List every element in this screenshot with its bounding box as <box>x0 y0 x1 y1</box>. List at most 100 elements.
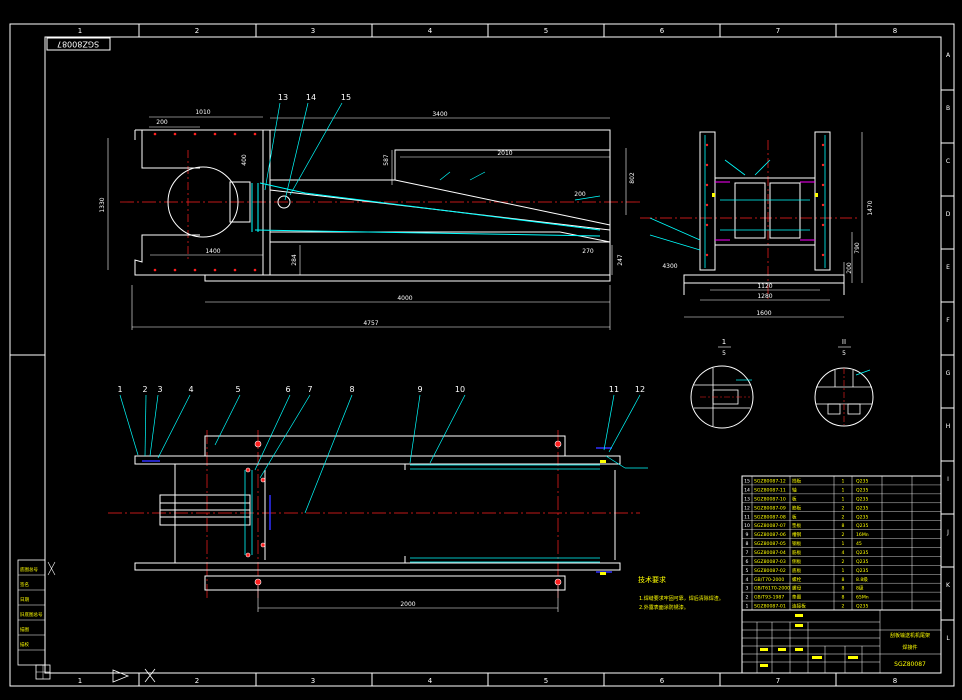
parts-cell-no: 2 <box>746 595 749 601</box>
parts-cell-name: 轴 <box>792 486 797 493</box>
end-yellow-blocks <box>712 193 818 197</box>
parts-cell-code: SGZ80087-12 <box>754 479 786 485</box>
parts-grid <box>751 476 913 610</box>
parts-cell-name: 槽钢 <box>792 531 802 538</box>
dim-text: 3400 <box>432 111 447 118</box>
callout-number: 7 <box>307 385 312 394</box>
parts-cell-mat: 8.8级 <box>856 576 868 583</box>
notes-line: 2.外露表面涂防锈漆。 <box>639 604 689 611</box>
rotated-drawing-number: SGZ80087 <box>46 37 111 51</box>
notes-line: 1.焊缝要求牢固可靠，焊后清除焊渣。 <box>639 595 724 602</box>
callout-number: 9 <box>417 385 422 394</box>
drawing-number-rotated: SGZ80087 <box>57 40 99 49</box>
parts-cell-name: 筋板 <box>792 504 802 511</box>
dim-text: 1280 <box>757 293 772 300</box>
plan-callouts: 1 2 3 4 5 6 7 8 9 10 11 12 <box>117 385 645 394</box>
row-label: B <box>946 105 950 112</box>
parts-cell-code: SGZ80087-01 <box>754 604 786 610</box>
parts-cell-qty: 2 <box>842 532 845 538</box>
parts-cell-code: SGZ80087-02 <box>754 568 786 574</box>
parts-cell-name: 垫圈 <box>792 594 802 601</box>
col-label: 6 <box>660 677 665 685</box>
row-label: E <box>946 264 950 271</box>
parts-cell-qty: 1 <box>842 479 845 485</box>
parts-cell-code: SGZ80087-09 <box>754 505 786 511</box>
parts-cell-name: 连接板 <box>792 603 806 610</box>
row-label: H <box>946 423 951 430</box>
dim-text: 4757 <box>363 320 378 327</box>
dim-text: 1330 <box>99 197 106 212</box>
callout-number: 8 <box>349 385 354 394</box>
parts-cell-name: 垫板 <box>792 522 802 529</box>
row-label: I <box>947 476 949 483</box>
parts-cell-mat: 8级 <box>856 585 864 592</box>
dim-text: 1120 <box>757 283 772 290</box>
parts-cell-qty: 8 <box>842 523 845 529</box>
parts-cell-name: 侧板 <box>792 558 802 565</box>
plan-bolt-holes <box>245 440 562 586</box>
parts-cell-mat: 45 <box>856 541 862 547</box>
callout-number: 10 <box>455 385 465 394</box>
parts-cell-name: 螺栓 <box>792 576 802 583</box>
callout-number: 11 <box>609 385 619 394</box>
parts-cell-name: 板 <box>792 495 797 502</box>
dim-text: 284 <box>291 254 298 266</box>
parts-cell-no: 4 <box>746 577 749 583</box>
stamp-label: 描校 <box>20 641 29 648</box>
parts-cell-qty: 1 <box>842 496 845 502</box>
parts-cell-no: 5 <box>746 568 749 574</box>
col-label: 5 <box>544 27 548 35</box>
parts-cell-qty: 2 <box>842 505 845 511</box>
dim-text: 400 <box>241 154 248 166</box>
stamp-label: 描图 <box>20 626 29 633</box>
parts-cell-mat: Q235 <box>856 568 868 574</box>
detail-num: 1 <box>722 338 726 346</box>
ucs-arrow <box>112 669 130 683</box>
dim-text: 4000 <box>397 295 412 302</box>
row-label: D <box>946 211 951 218</box>
parts-cell-mat: Q235 <box>856 523 868 529</box>
end-bolt-holes <box>705 143 825 257</box>
dim-text: 200 <box>156 119 168 126</box>
parts-cell-mat: 16Mn <box>856 532 869 538</box>
parts-cell-name: 板 <box>792 513 797 520</box>
end-view: 4300 1120 1280 1600 1470 790 200 <box>640 131 874 318</box>
row-label: F <box>946 317 950 324</box>
dim-text: 2000 <box>400 601 415 608</box>
stamp-label: 底图总号 <box>20 566 38 573</box>
plan-callout-leaders <box>119 394 648 514</box>
parts-cell-qty: 1 <box>842 487 845 493</box>
parts-cell-no: 3 <box>746 586 749 592</box>
parts-cell-code: SGZ80087-11 <box>754 487 786 493</box>
parts-cell-qty: 1 <box>842 541 845 547</box>
dim-text: 1470 <box>867 200 874 215</box>
plan-yellow-marks <box>600 460 606 575</box>
notes-title: 技术要求 <box>638 575 666 584</box>
parts-cell-mat: Q235 <box>856 559 868 565</box>
plan-view: 2000 1 2 3 4 5 6 7 8 9 <box>108 385 648 612</box>
col-label: 5 <box>544 677 548 685</box>
detail-view-right: II 5 <box>814 338 874 427</box>
col-label: 2 <box>195 677 199 685</box>
parts-cell-code: GB/T93-1987 <box>754 595 784 601</box>
row-label: J <box>946 529 949 536</box>
detail-num: II <box>842 338 846 346</box>
parts-cell-no: 8 <box>746 541 749 547</box>
dim-text: 1600 <box>756 310 771 317</box>
dim-text: 802 <box>629 172 636 184</box>
left-stamp-column: 底图总号 签名 日期 旧底图总号 描图 描校 <box>17 559 156 683</box>
callout-number: 4 <box>188 385 193 394</box>
detail-den: 5 <box>842 350 846 357</box>
dim-text: 200 <box>574 191 586 198</box>
dim-text: 2010 <box>497 150 512 157</box>
parts-cell-code: GB/T70-2000 <box>754 577 784 583</box>
parts-cell-no: 7 <box>746 550 749 556</box>
side-callout-leaders <box>264 102 601 201</box>
row-label: K <box>946 582 951 589</box>
row-label: L <box>946 635 950 642</box>
callout-number: 6 <box>285 385 290 394</box>
callout-number: 13 <box>278 93 288 102</box>
parts-cell-no: 12 <box>744 505 750 511</box>
